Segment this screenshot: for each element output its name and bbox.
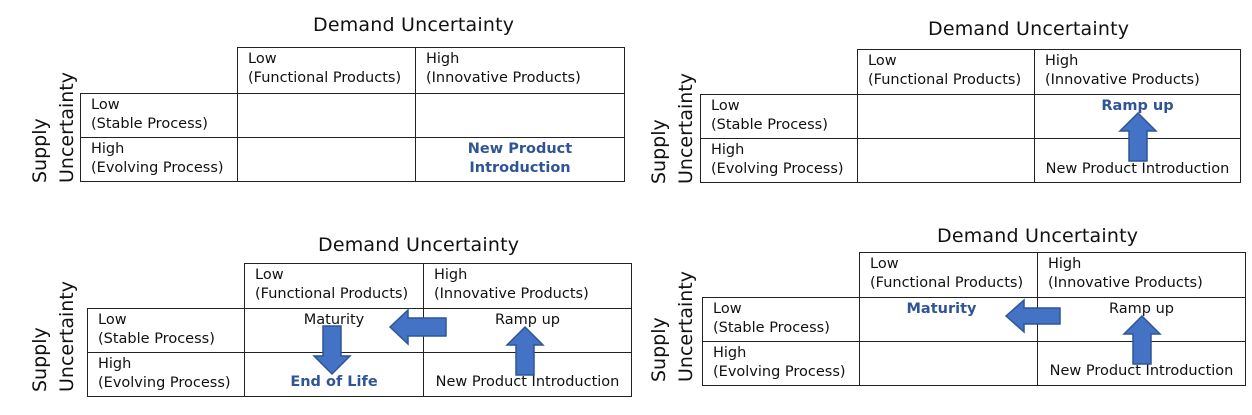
row-header-high: High (Evolving Process) — [80, 137, 238, 182]
up-arrow-icon — [505, 325, 545, 376]
row-header-low: Low (Stable Process) — [702, 297, 860, 342]
supply-uncertainty-label: Supply Uncertainty — [27, 281, 81, 392]
cell-high-low — [237, 137, 416, 182]
uncertainty-matrix: Low (Functional Products) High (Innovati… — [702, 252, 1246, 386]
side-label-bottom: Uncertainty — [675, 270, 697, 382]
left-arrow-icon — [388, 308, 447, 346]
cell-low-low — [857, 94, 1035, 139]
demand-uncertainty-title: Demand Uncertainty — [928, 18, 1130, 40]
side-label-bottom: Uncertainty — [56, 280, 78, 392]
cell-low-high — [415, 93, 625, 138]
cell-high-low — [857, 138, 1035, 183]
cell-high-low — [859, 341, 1038, 386]
maturity-label: Maturity — [906, 301, 977, 317]
end-of-life-label: End of Life — [290, 374, 378, 390]
ramp-up-label: Ramp up — [1101, 98, 1174, 114]
col-header-low: Low (Functional Products) — [859, 252, 1038, 298]
side-label-top: Supply — [648, 317, 670, 382]
supply-uncertainty-label: Supply Uncertainty — [27, 72, 81, 183]
new-product-label: New Product Introduction — [435, 374, 620, 390]
demand-uncertainty-title: Demand Uncertainty — [318, 234, 520, 256]
supply-uncertainty-label: Supply Uncertainty — [646, 73, 700, 184]
ramp-up-label: Ramp up — [495, 312, 560, 328]
new-product-label: New Product Introduction — [1045, 161, 1230, 177]
side-label-top: Supply — [648, 119, 670, 184]
side-label-bottom: Uncertainty — [675, 72, 697, 184]
row-header-low: Low (Stable Process) — [700, 94, 858, 139]
uncertainty-matrix: Low (Functional Products) High (Innovati… — [80, 47, 625, 182]
ramp-up-label: Ramp up — [1109, 301, 1174, 317]
row-header-high: High (Evolving Process) — [87, 352, 245, 397]
side-label-bottom: Uncertainty — [56, 71, 78, 183]
uncertainty-matrix: Low (Functional Products) High (Innovati… — [87, 263, 632, 397]
corner-cell — [80, 47, 238, 94]
demand-uncertainty-title: Demand Uncertainty — [937, 225, 1139, 247]
new-product-highlight: New Product Introduction — [467, 141, 573, 176]
side-label-top: Supply — [29, 327, 51, 392]
left-arrow-icon — [1004, 298, 1061, 334]
supply-uncertainty-label: Supply Uncertainty — [646, 271, 700, 382]
col-header-high: High (Innovative Products) — [1037, 252, 1246, 298]
up-arrow-icon — [1118, 111, 1158, 162]
down-arrow-icon — [312, 325, 352, 376]
cell-new-product-introduction: New Product Introduction — [415, 137, 625, 182]
corner-cell — [702, 252, 860, 298]
demand-uncertainty-title: Demand Uncertainty — [313, 14, 515, 36]
corner-cell — [87, 263, 245, 309]
row-header-low: Low (Stable Process) — [87, 308, 245, 353]
cell-new-product-introduction: New Product Introduction — [1034, 138, 1241, 183]
up-arrow-icon — [1122, 314, 1162, 365]
col-header-high: High (Innovative Products) — [423, 263, 632, 309]
new-product-label: New Product Introduction — [1049, 363, 1234, 379]
col-header-low: Low (Functional Products) — [857, 49, 1035, 95]
col-header-high: High (Innovative Products) — [415, 47, 625, 94]
corner-cell — [700, 49, 858, 95]
cell-low-low — [237, 93, 416, 138]
side-label-top: Supply — [29, 118, 51, 183]
row-header-low: Low (Stable Process) — [80, 93, 238, 138]
col-header-low: Low (Functional Products) — [244, 263, 424, 309]
uncertainty-matrix: Low (Functional Products) High (Innovati… — [700, 49, 1241, 183]
row-header-high: High (Evolving Process) — [702, 341, 860, 386]
col-header-low: Low (Functional Products) — [237, 47, 416, 94]
row-header-high: High (Evolving Process) — [700, 138, 858, 183]
maturity-label: Maturity — [303, 312, 365, 328]
col-header-high: High (Innovative Products) — [1034, 49, 1241, 95]
